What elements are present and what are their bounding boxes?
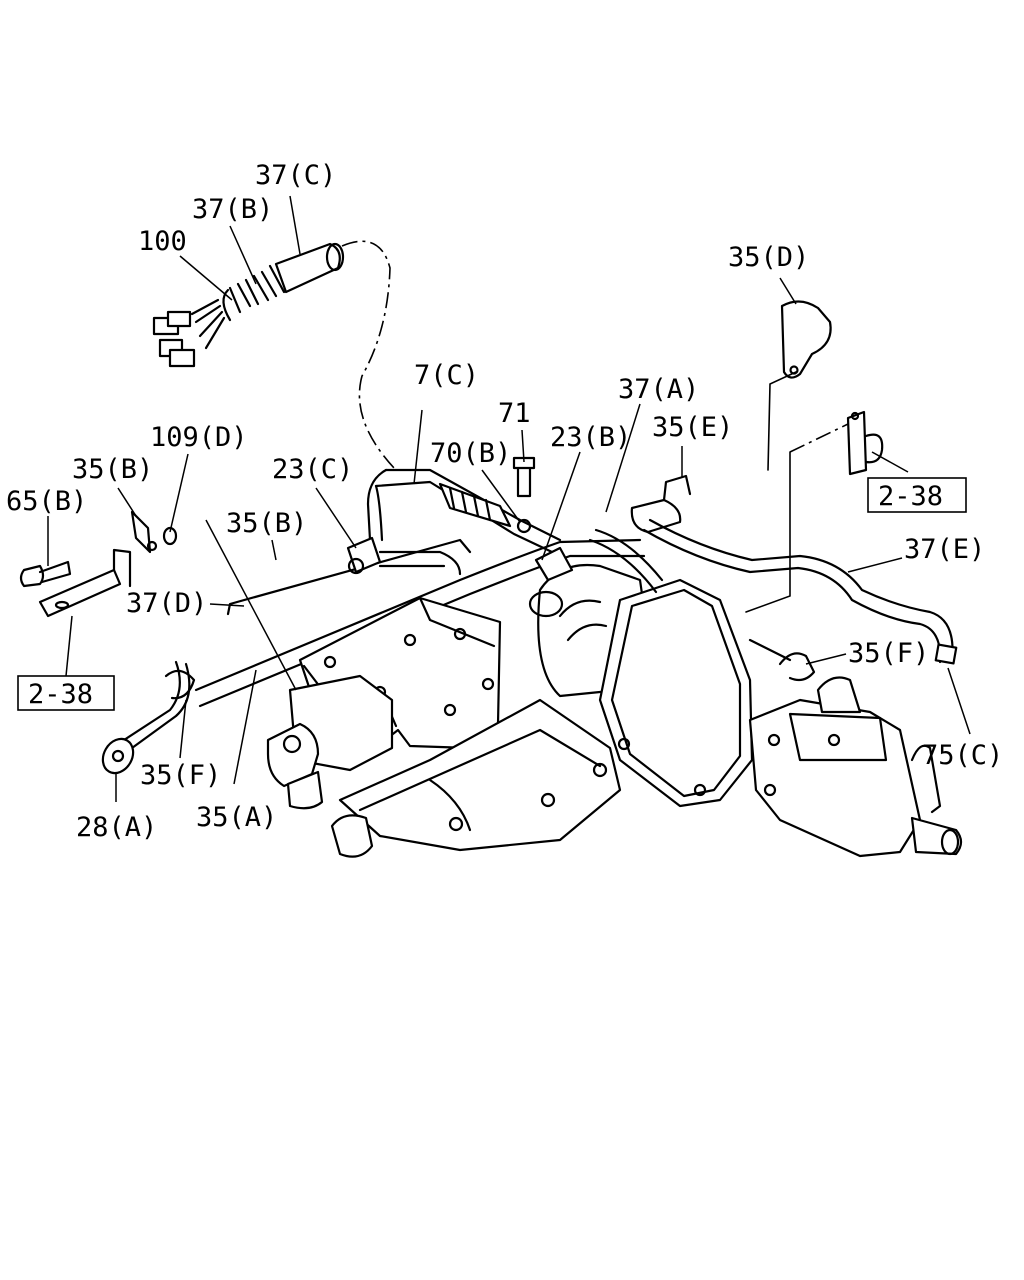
callout-7c: 7(C) — [414, 360, 479, 391]
callout-37e: 37(E) — [904, 534, 985, 565]
ground-wire-28a — [101, 660, 196, 775]
callout-109d: 109(D) — [150, 422, 248, 453]
callout-100: 100 — [138, 226, 187, 257]
callout-35b-top: 35(B) — [72, 454, 153, 485]
callout-23b: 23(B) — [550, 422, 631, 453]
bracket-right — [745, 410, 884, 613]
reference-label-right: 2-38 — [878, 481, 943, 512]
callout-35d: 35(D) — [728, 242, 809, 273]
callout-35f-left: 35(F) — [140, 760, 221, 791]
callout-labels: 37(C) 37(B) 100 35(D) 7(C) 37(A) 71 109(… — [6, 160, 1003, 843]
callout-37c: 37(C) — [255, 160, 336, 191]
harness-37e — [630, 474, 958, 665]
transmission-assembly — [194, 538, 963, 858]
leader-lines — [47, 195, 971, 802]
callout-35b-mid: 35(B) — [226, 508, 307, 539]
upper-harness — [346, 456, 664, 618]
reference-box-right: 2-38 — [867, 477, 967, 513]
callout-37a: 37(A) — [618, 374, 699, 405]
callout-71: 71 — [498, 398, 531, 429]
callout-75c: 75(C) — [922, 740, 1003, 771]
callout-23c: 23(C) — [272, 454, 353, 485]
callout-28a: 28(A) — [76, 812, 157, 843]
clip-35d — [767, 300, 832, 471]
callout-35a: 35(A) — [196, 802, 277, 833]
reference-box-left: 2-38 — [17, 675, 115, 711]
harness-connector-assembly — [152, 240, 395, 469]
callout-70b: 70(B) — [430, 438, 511, 469]
callout-37b: 37(B) — [192, 194, 273, 225]
callout-65b: 65(B) — [6, 486, 87, 517]
reference-label-left: 2-38 — [28, 679, 93, 710]
callout-37d: 37(D) — [126, 588, 207, 619]
callout-35e: 35(E) — [652, 412, 733, 443]
callout-35f-right: 35(F) — [848, 638, 929, 669]
bracket-left — [19, 510, 178, 618]
